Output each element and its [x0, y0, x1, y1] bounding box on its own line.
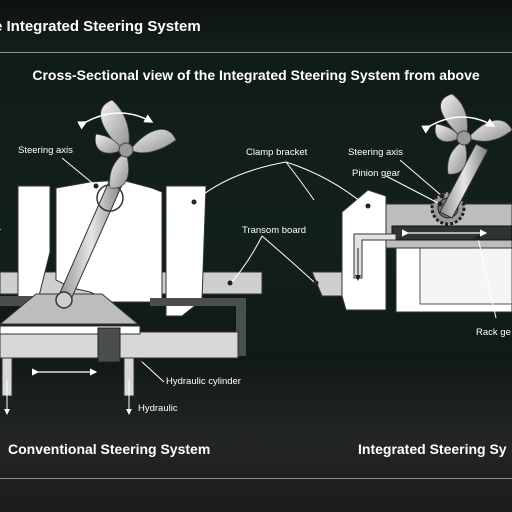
rotation-arrow-right [421, 116, 496, 134]
label-hydraulic-cylinder: Hydraulic cylinder [166, 376, 241, 387]
header-bar: e Integrated Steering System [0, 0, 512, 53]
label-hydraulic-left: Hydraulic [138, 403, 178, 414]
clamp-bracket-right-piece [165, 185, 207, 317]
clamp-bracket-left-piece [17, 185, 51, 301]
label-hydraulic-right: Hydraulic [345, 278, 385, 289]
label-transom-board: Transom board [242, 225, 307, 236]
conventional-system [0, 99, 315, 415]
section-title-integrated: Integrated Steering Sy [358, 441, 507, 457]
leader-lines-left [61, 157, 315, 383]
label-pinion-gear: Pinion gear [352, 168, 401, 179]
pivot-joint-left [55, 291, 73, 309]
rotation-arrow-left [77, 112, 154, 130]
header-title: e Integrated Steering System [0, 18, 201, 35]
label-steering-axis-left: Steering axis [18, 145, 73, 156]
section-title-conventional: Conventional Steering System [8, 441, 211, 457]
clamp-bracket-right-outer [341, 189, 387, 311]
hydraulic-cylinder-bar [0, 325, 141, 335]
footer-divider [0, 478, 512, 479]
housing-window [419, 243, 512, 305]
label-rack-gear: Rack ge [476, 327, 511, 338]
leader-lines-right [285, 159, 497, 319]
label-left-edge: r [0, 226, 1, 237]
integrated-system [285, 93, 512, 319]
label-clamp-bracket: Clamp bracket [246, 147, 308, 158]
tiller-plate [0, 293, 140, 325]
diagram-subtitle: Cross-Sectional view of the Integrated S… [32, 67, 480, 83]
hydraulic-piston [97, 327, 121, 363]
propeller-left [94, 99, 177, 189]
label-steering-axis-right: Steering axis [348, 147, 403, 158]
